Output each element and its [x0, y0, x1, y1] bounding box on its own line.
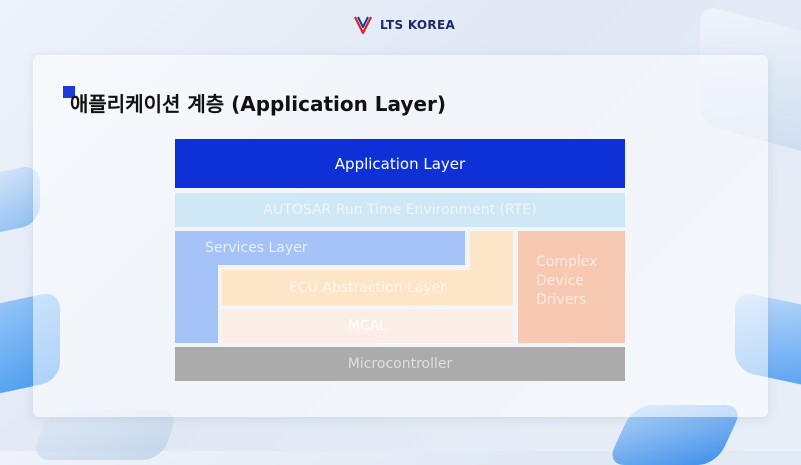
- application-layer-block: Application Layer: [175, 139, 625, 188]
- application-layer-label: Application Layer: [334, 154, 466, 173]
- services-layer-label: Services Layer: [205, 240, 308, 256]
- logo-icon: [354, 16, 372, 35]
- rte-block: AUTOSAR Run Time Environment (RTE): [175, 193, 625, 227]
- microcontroller-block: Microcontroller: [175, 347, 625, 381]
- services-layer-block: Services Layer: [175, 231, 465, 265]
- background-shape: [30, 410, 180, 460]
- rte-label: AUTOSAR Run Time Environment (RTE): [263, 202, 537, 218]
- microcontroller-label: Microcontroller: [347, 356, 453, 372]
- logo-text: LTS KOREA: [380, 18, 456, 32]
- page-title: 애플리케이션 계층 (Application Layer): [70, 92, 447, 116]
- mcal-block: MCAL: [222, 309, 513, 343]
- ecu-abstraction-label: ECU Abstraction Layer: [289, 279, 446, 296]
- mcal-label: MCAL: [347, 318, 388, 334]
- cdd-label-line3: Drivers: [536, 292, 587, 308]
- cdd-label-line1: Complex: [536, 254, 598, 270]
- complex-device-drivers-block: Complex Device Drivers: [518, 231, 625, 343]
- ecu-abstraction-block: ECU Abstraction Layer: [222, 270, 513, 305]
- title-marker: [63, 86, 75, 98]
- brand-logo: LTS KOREA: [352, 14, 455, 36]
- cdd-label-line2: Device: [536, 273, 584, 289]
